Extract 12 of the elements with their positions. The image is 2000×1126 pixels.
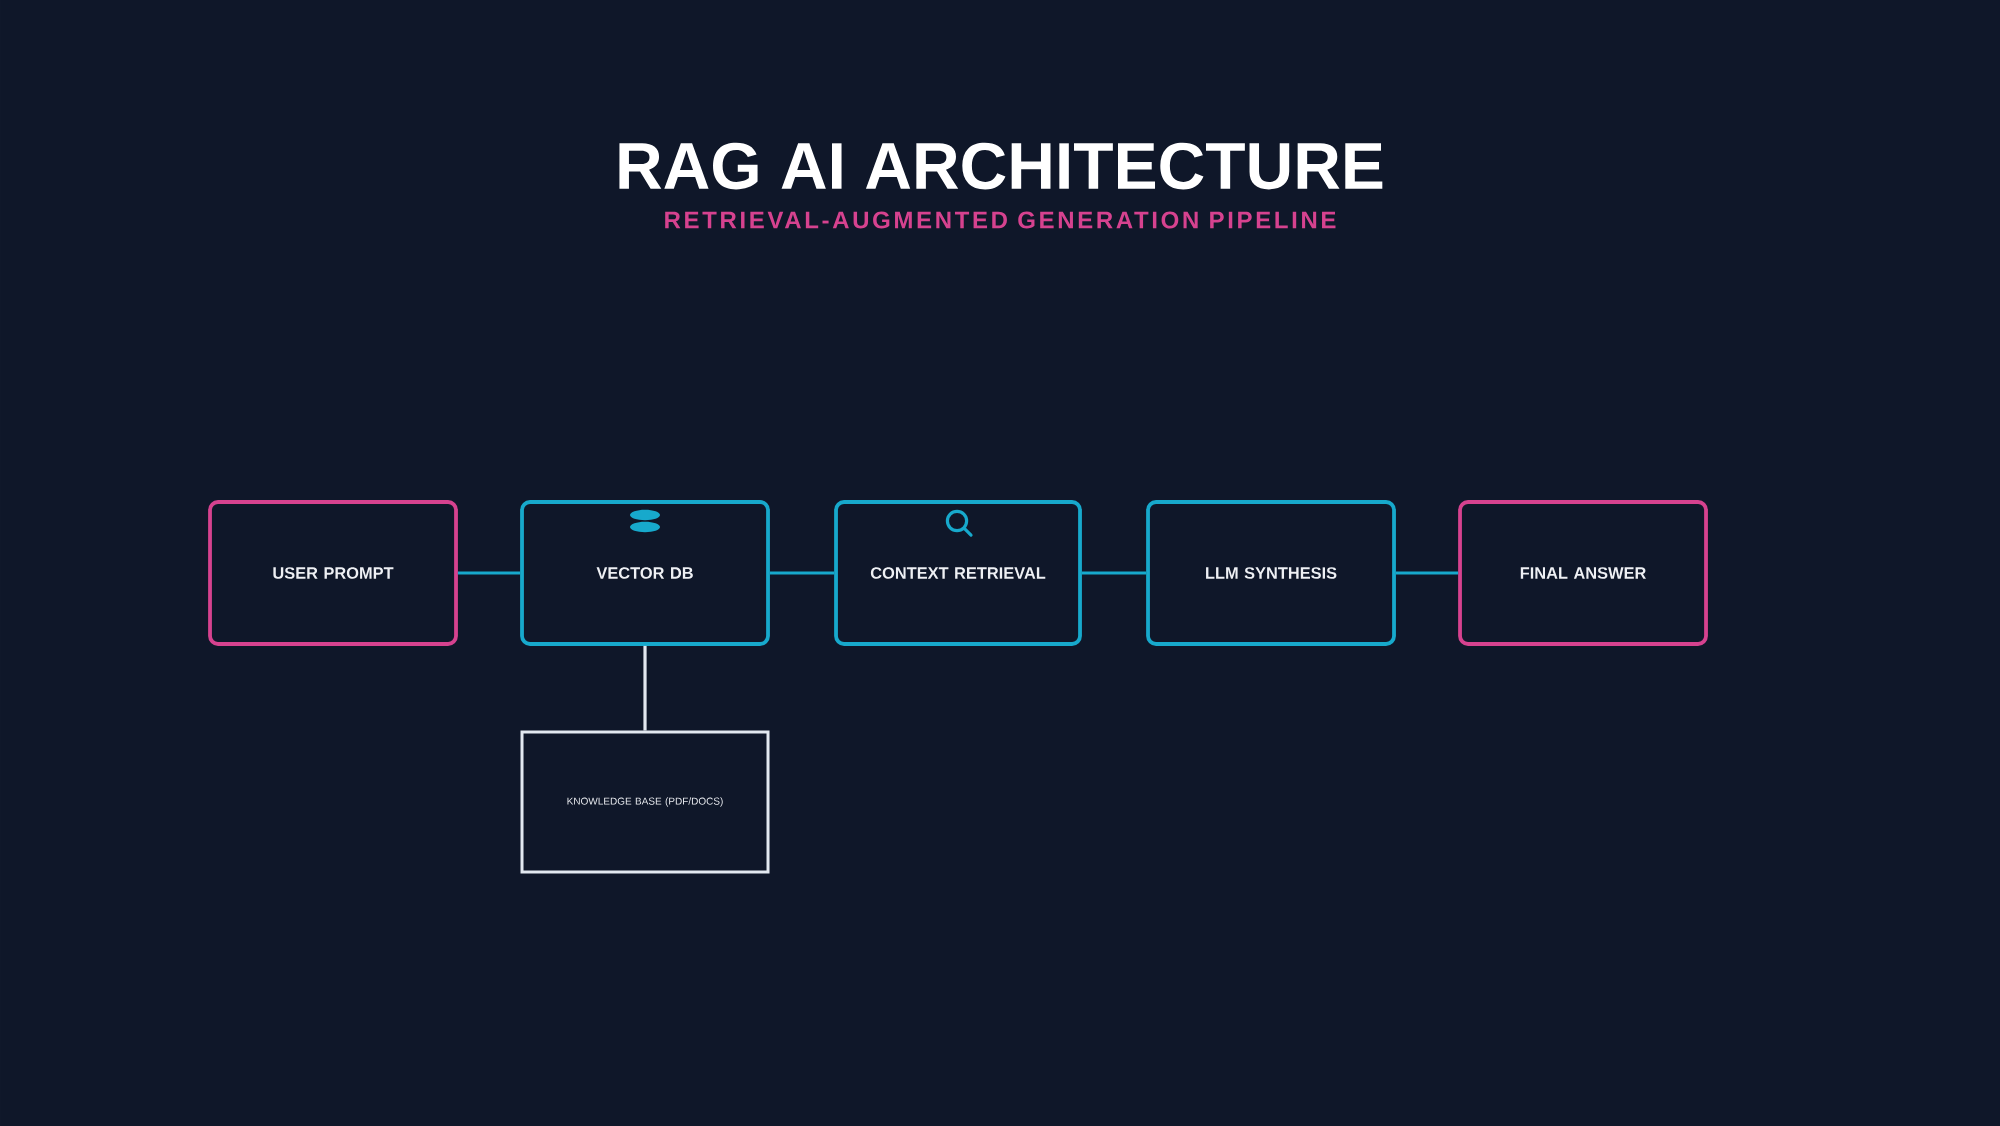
connector-line [643, 645, 647, 731]
title: RAG AI ARCHITECTURE [619, 142, 1383, 190]
connector-line [457, 571, 521, 575]
connector-line [1081, 571, 1147, 575]
process-box: LLM SYNTHESIS [1146, 500, 1396, 646]
connector-line [769, 571, 835, 575]
process-box: FINAL ANSWER [1458, 500, 1708, 646]
process-box: CONTEXT RETRIEVAL [834, 500, 1082, 646]
process-box: USER PROMPT [208, 500, 458, 646]
process-box: VECTOR DB [520, 500, 770, 646]
connector-line [1395, 571, 1459, 575]
subtitle: RETRIEVAL-AUGMENTED GENERATION PIPELINE [665, 211, 1336, 229]
